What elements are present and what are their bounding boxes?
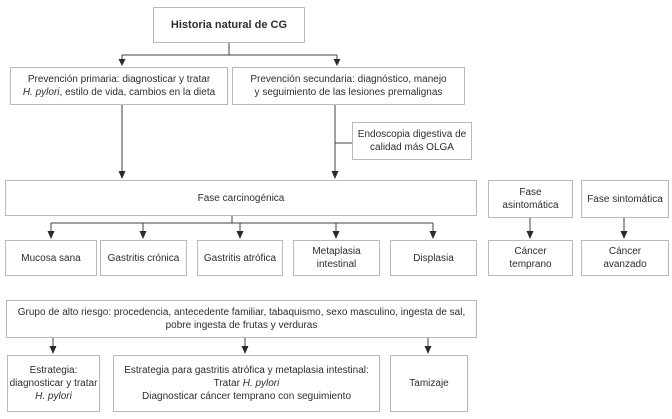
node-cancer-avanzado: Cáncer avanzado: [581, 240, 669, 276]
node-label: Fase sintomática: [587, 193, 663, 205]
node-label: Displasia: [413, 252, 454, 264]
node-label: Gastritis crónica: [107, 252, 180, 264]
node-label: Metaplasia intestinal: [312, 246, 361, 270]
node-line: Tratar H. pylori: [213, 378, 280, 389]
node-fase-asintomatica: Fase asintomática: [488, 180, 573, 218]
node-line: H. pylori: [35, 391, 72, 402]
node-mucosa-sana: Mucosa sana: [5, 240, 97, 276]
node-cancer-temprano: Cáncer temprano: [488, 240, 573, 276]
node-estrategia-h-pylori: Estrategia: diagnosticar y tratar H. pyl…: [7, 355, 100, 412]
node-label: Fase asintomática: [502, 187, 559, 211]
node-line: H. pylori, estilo de vida, cambios en la…: [22, 87, 216, 98]
node-line: Prevención secundaria: diagnóstico, mane…: [250, 74, 447, 85]
node-line: y seguimiento de las lesiones premaligna…: [254, 87, 443, 98]
node-line: calidad más OLGA: [370, 142, 454, 153]
node-label: Tamizaje: [409, 378, 449, 389]
node-fase-sintomatica: Fase sintomática: [581, 180, 669, 218]
node-estrategia-gastritis: Estrategia para gastritis atrófica y met…: [113, 355, 380, 412]
node-fase-carcinogenica: Fase carcinogénica: [5, 180, 477, 216]
node-gastritis-cronica: Gastritis crónica: [100, 240, 187, 276]
node-grupo-alto-riesgo: Grupo de alto riesgo: procedencia, antec…: [6, 300, 477, 338]
node-label: Gastritis atrófica: [203, 252, 277, 264]
node-label: Mucosa sana: [21, 252, 81, 264]
node-label: Cáncer avanzado: [603, 246, 647, 270]
node-line: Prevención primaria: diagnosticar y trat…: [27, 74, 211, 85]
node-line: Diagnosticar cáncer temprano con seguimi…: [142, 391, 351, 402]
node-label: Fase carcinogénica: [197, 192, 285, 204]
node-line: Estrategia:: [29, 365, 78, 376]
node-line: Grupo de alto riesgo: procedencia, antec…: [17, 307, 466, 318]
node-line: pobre ingesta de frutas y verduras: [165, 320, 318, 331]
node-historia-natural: Historia natural de CG: [153, 7, 305, 43]
node-prevencion-primaria: Prevención primaria: diagnosticar y trat…: [10, 67, 228, 105]
node-line: diagnosticar y tratar: [9, 378, 98, 389]
node-line: Endoscopia digestiva de: [357, 129, 467, 140]
node-label: Cáncer temprano: [509, 246, 552, 270]
node-prevencion-secundaria: Prevención secundaria: diagnóstico, mane…: [232, 67, 465, 105]
node-metaplasia-intestinal: Metaplasia intestinal: [293, 240, 380, 276]
node-displasia: Displasia: [390, 240, 477, 276]
node-gastritis-atrofica: Gastritis atrófica: [197, 240, 283, 276]
node-endoscopia: Endoscopia digestiva de calidad más OLGA: [352, 122, 472, 160]
node-line: Estrategia para gastritis atrófica y met…: [124, 365, 369, 376]
node-tamizaje: Tamizaje: [390, 355, 468, 412]
node-label: Historia natural de CG: [170, 18, 288, 31]
